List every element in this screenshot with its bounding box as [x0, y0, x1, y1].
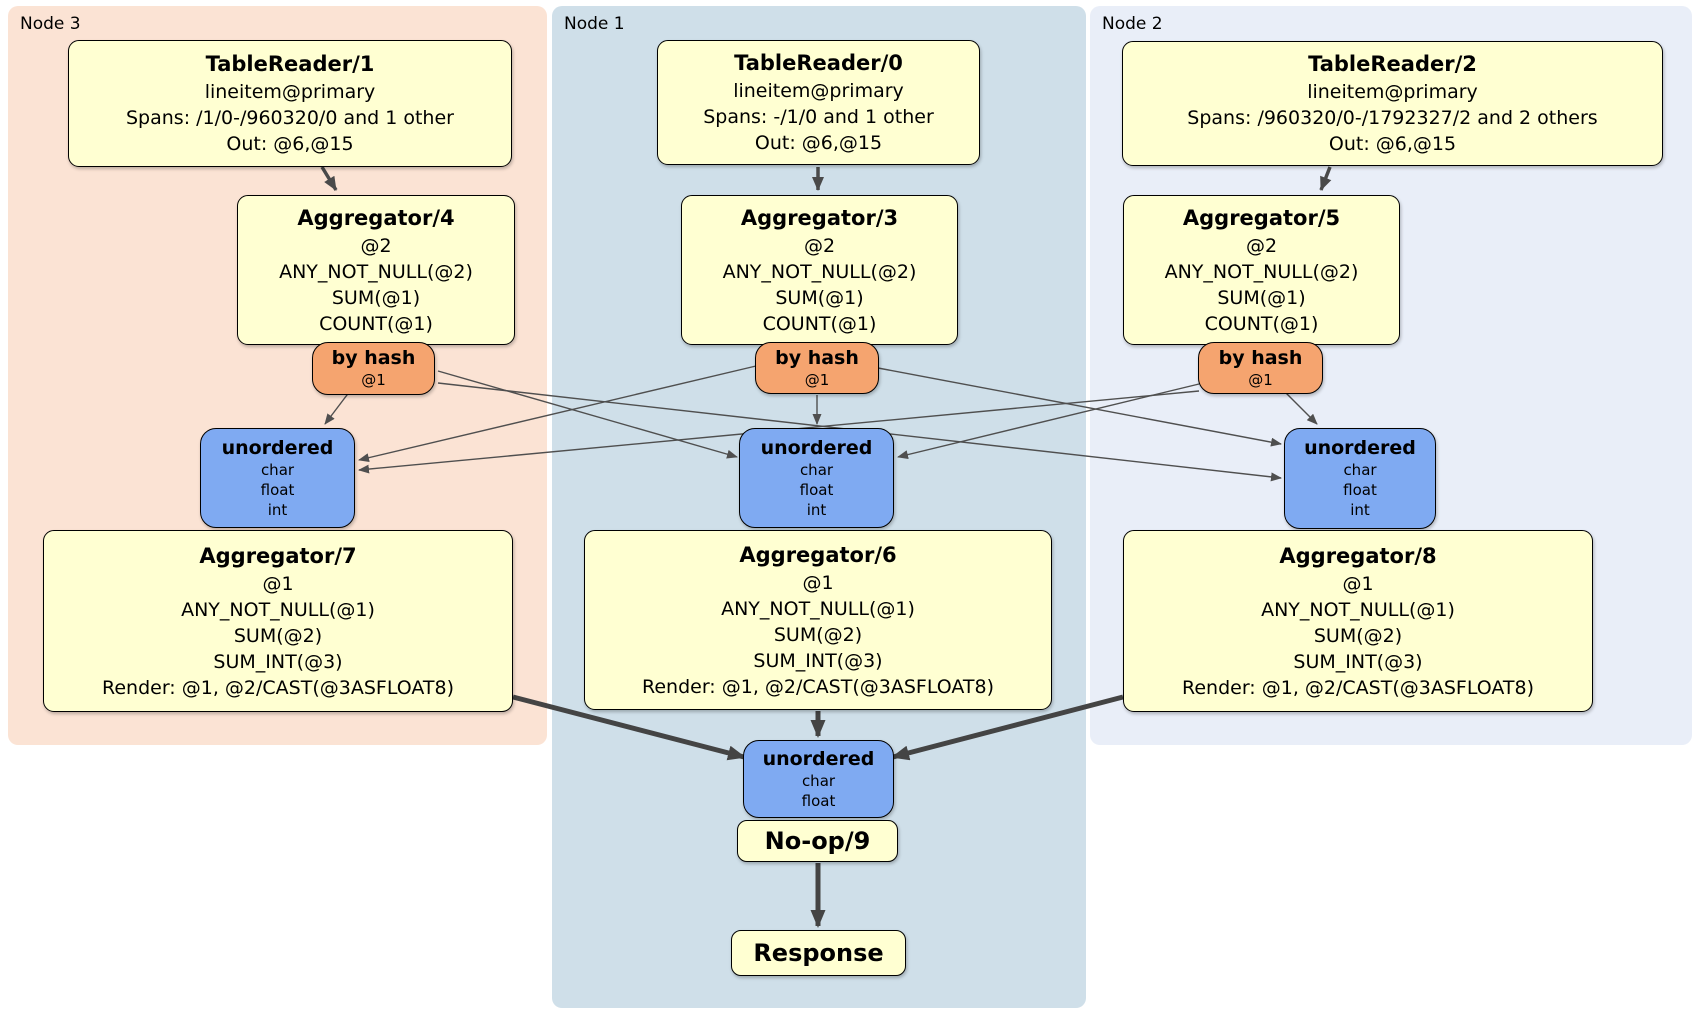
- router-column: @1: [361, 371, 386, 389]
- processor-aggregator-4: Aggregator/4 @2 ANY_NOT_NULL(@2) SUM(@1)…: [237, 195, 515, 345]
- box-line: ANY_NOT_NULL(@2): [279, 260, 473, 283]
- box-title: No-op/9: [764, 827, 871, 855]
- box-title: Aggregator/8: [1279, 543, 1437, 568]
- unordered-sync-final: unordered char float: [743, 740, 894, 818]
- box-line: ANY_NOT_NULL(@2): [1164, 260, 1359, 283]
- box-line: Spans: -/1/0 and 1 other: [703, 106, 934, 128]
- box-line: SUM(@2): [233, 624, 323, 647]
- box-title: Aggregator/4: [297, 205, 455, 230]
- node-3-label: Node 3: [20, 14, 81, 34]
- box-line: SUM_INT(@3): [213, 650, 343, 673]
- sync-column: int: [267, 500, 288, 519]
- box-line: SUM(@1): [775, 286, 864, 309]
- box-line: @1: [1342, 572, 1374, 595]
- processor-aggregator-8: Aggregator/8 @1 ANY_NOT_NULL(@1) SUM(@2)…: [1123, 530, 1593, 712]
- box-line: Out: @6,@15: [1328, 133, 1457, 155]
- router-column: @1: [1248, 370, 1273, 389]
- unordered-sync-node3: unordered char float int: [200, 428, 355, 528]
- box-title: TableReader/2: [1308, 52, 1477, 76]
- box-line: SUM(@1): [1217, 286, 1306, 309]
- hash-router-node1: by hash @1: [755, 342, 879, 394]
- box-line: COUNT(@1): [319, 312, 433, 335]
- processor-aggregator-5: Aggregator/5 @2 ANY_NOT_NULL(@2) SUM(@1)…: [1123, 195, 1400, 345]
- box-line: ANY_NOT_NULL(@2): [722, 260, 917, 283]
- sync-column: char: [801, 771, 836, 790]
- box-line: ANY_NOT_NULL(@1): [1261, 598, 1455, 621]
- box-line: @1: [802, 571, 834, 594]
- response-box: Response: [731, 930, 906, 976]
- box-line: SUM(@2): [773, 623, 863, 646]
- box-line: Out: @6,@15: [754, 132, 883, 154]
- box-line: SUM(@1): [331, 286, 421, 309]
- box-line: SUM_INT(@3): [753, 649, 883, 672]
- processor-tablereader-1: TableReader/1 lineitem@primary Spans: /1…: [68, 40, 512, 167]
- hash-router-node3: by hash @1: [312, 342, 435, 395]
- sync-column: char: [1343, 461, 1377, 479]
- sync-column: float: [1343, 481, 1377, 499]
- sync-column: float: [799, 480, 834, 499]
- box-line: @2: [803, 234, 836, 257]
- sync-title: unordered: [760, 436, 873, 459]
- processor-aggregator-7: Aggregator/7 @1 ANY_NOT_NULL(@1) SUM(@2)…: [43, 530, 513, 712]
- box-line: Spans: /960320/0-/1792327/2 and 2 others: [1187, 107, 1598, 129]
- sync-title: unordered: [221, 436, 334, 459]
- box-line: Spans: /1/0-/960320/0 and 1 other: [126, 107, 454, 129]
- sync-title: unordered: [762, 747, 875, 770]
- sync-column: char: [799, 460, 834, 479]
- unordered-sync-node2: unordered char float int: [1284, 428, 1436, 529]
- sync-column: int: [806, 500, 827, 519]
- box-line: Render: @1, @2/CAST(@3ASFLOAT8): [642, 675, 994, 698]
- box-line: SUM(@2): [1313, 624, 1403, 647]
- box-title: Aggregator/6: [739, 542, 897, 567]
- box-title: TableReader/1: [205, 52, 375, 76]
- aggregator-to-final-sync-arrows: [512, 694, 1124, 928]
- hash-router-node2: by hash @1: [1198, 342, 1323, 394]
- box-line: Render: @1, @2/CAST(@3ASFLOAT8): [1182, 676, 1534, 699]
- box-line: @2: [360, 234, 392, 257]
- router-title: by hash: [331, 347, 416, 369]
- box-line: COUNT(@1): [1204, 312, 1319, 335]
- box-line: lineitem@primary: [204, 81, 376, 103]
- processor-aggregator-3: Aggregator/3 @2 ANY_NOT_NULL(@2) SUM(@1)…: [681, 195, 958, 345]
- box-title: Aggregator/7: [199, 543, 357, 568]
- router-title: by hash: [775, 346, 859, 369]
- tablereader-to-aggregator-arrows: [320, 166, 1332, 191]
- processor-tablereader-2: TableReader/2 lineitem@primary Spans: /9…: [1122, 41, 1663, 166]
- box-title: TableReader/0: [734, 51, 903, 75]
- box-line: Out: @6,@15: [226, 133, 354, 155]
- sync-column: char: [260, 460, 295, 479]
- sync-column: float: [260, 480, 295, 499]
- processor-tablereader-0: TableReader/0 lineitem@primary Spans: -/…: [657, 40, 980, 165]
- processor-noop-9: No-op/9: [737, 820, 898, 862]
- box-line: @2: [1245, 234, 1278, 257]
- box-line: COUNT(@1): [762, 312, 877, 335]
- box-title: Response: [753, 939, 884, 967]
- sync-column: int: [1350, 501, 1370, 519]
- processor-aggregator-6: Aggregator/6 @1 ANY_NOT_NULL(@1) SUM(@2)…: [584, 530, 1052, 710]
- node-1-label: Node 1: [564, 14, 625, 34]
- unordered-sync-node1: unordered char float int: [739, 428, 894, 528]
- box-line: ANY_NOT_NULL(@1): [181, 598, 375, 621]
- box-line: SUM_INT(@3): [1293, 650, 1423, 673]
- box-line: lineitem@primary: [733, 80, 904, 102]
- node-2-label: Node 2: [1102, 14, 1163, 34]
- box-line: lineitem@primary: [1307, 81, 1478, 103]
- box-line: Render: @1, @2/CAST(@3ASFLOAT8): [102, 676, 454, 699]
- router-column: @1: [804, 370, 830, 389]
- box-title: Aggregator/3: [740, 205, 899, 230]
- box-line: @1: [262, 572, 294, 595]
- sync-column: float: [801, 791, 836, 810]
- router-title: by hash: [1218, 346, 1303, 369]
- box-title: Aggregator/5: [1182, 205, 1341, 230]
- sync-title: unordered: [1304, 437, 1416, 459]
- box-line: ANY_NOT_NULL(@1): [721, 597, 915, 620]
